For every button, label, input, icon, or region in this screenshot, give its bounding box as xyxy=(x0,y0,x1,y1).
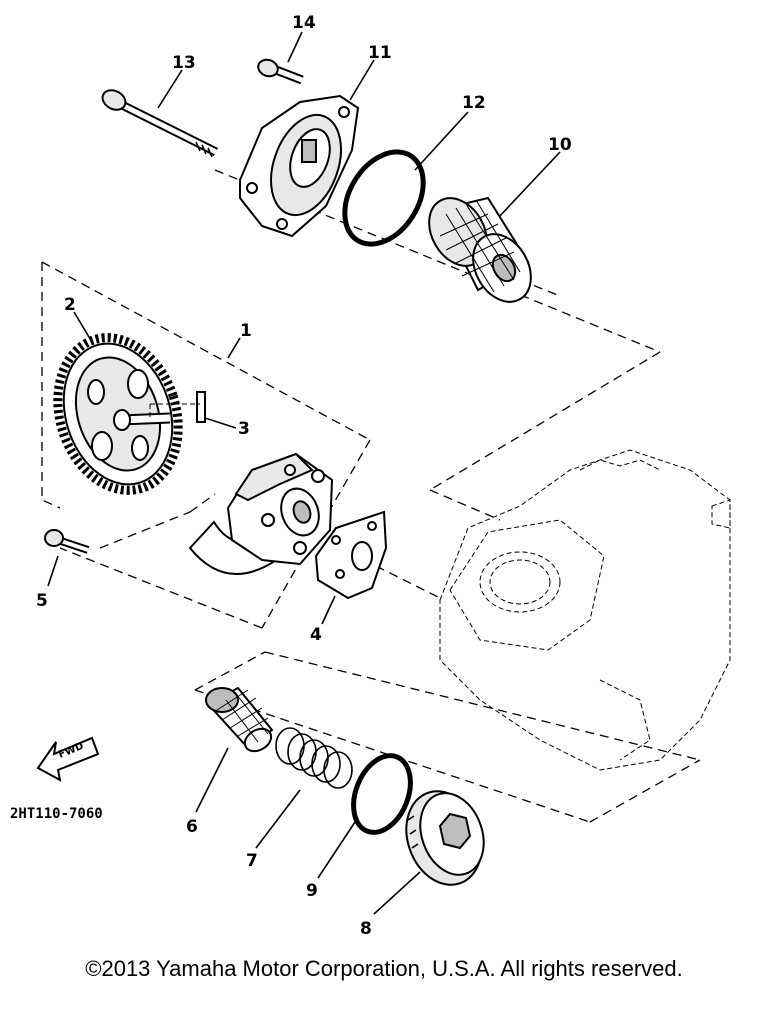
callout-13: 13 xyxy=(172,53,196,73)
callout-6: 6 xyxy=(186,817,198,837)
callout-2: 2 xyxy=(64,295,76,315)
leader-lines xyxy=(47,31,561,915)
screw-part-5 xyxy=(44,529,90,554)
oil-filter-element-part-10 xyxy=(428,196,532,303)
callout-4: 4 xyxy=(310,625,322,645)
o-ring-part-9 xyxy=(351,753,413,835)
fwd-arrow-icon: FWD xyxy=(36,736,100,782)
pump-gasket-part-4 xyxy=(314,510,388,600)
callout-12: 12 xyxy=(462,93,486,113)
callout-14: 14 xyxy=(292,13,316,33)
oil-strainer-part-6 xyxy=(205,686,274,753)
copyright-notice: ©2013 Yamaha Motor Corporation, U.S.A. A… xyxy=(85,956,683,981)
callout-8: 8 xyxy=(360,919,372,939)
oil-pump-body-part-1 xyxy=(188,452,334,575)
oil-pump-exploded-diagram: FWD 2HT110-7060 1 2 3 4 5 6 7 8 9 10 11 … xyxy=(10,13,731,939)
callout-numbers: 1 2 3 4 5 6 7 8 9 10 11 12 13 14 xyxy=(36,13,572,939)
callout-7: 7 xyxy=(246,851,258,871)
drain-plug-part-8 xyxy=(405,790,485,886)
pump-drive-gear-part-2 xyxy=(53,333,183,495)
callout-5: 5 xyxy=(36,591,48,611)
filter-cover-part-11 xyxy=(239,94,360,238)
short-bolt-part-14 xyxy=(257,58,304,85)
callout-11: 11 xyxy=(368,43,392,63)
spring-part-7 xyxy=(275,727,353,789)
part-code: 2HT110-7060 xyxy=(10,806,103,822)
callout-10: 10 xyxy=(548,135,572,155)
callout-3: 3 xyxy=(238,419,250,439)
o-ring-part-12 xyxy=(342,149,426,247)
group-outline-strainer-set xyxy=(194,651,701,823)
callout-9: 9 xyxy=(306,881,318,901)
long-bolt-part-13 xyxy=(101,89,219,158)
callout-1: 1 xyxy=(240,321,252,341)
dowel-pin-part-3 xyxy=(149,391,206,423)
crankcase-outline xyxy=(439,449,731,771)
